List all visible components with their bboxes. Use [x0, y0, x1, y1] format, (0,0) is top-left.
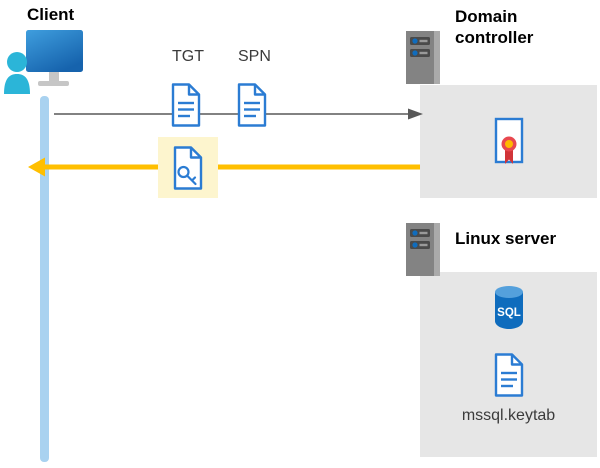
person-icon	[4, 52, 30, 94]
request-arrowhead	[408, 108, 423, 120]
tgt-label: TGT	[172, 48, 204, 65]
ribbon-icon	[504, 147, 513, 164]
response-arrowhead	[28, 157, 45, 177]
linux-server-icon	[406, 223, 440, 276]
spn-label: SPN	[238, 48, 271, 65]
keytab-label: mssql.keytab	[461, 407, 556, 424]
service-ticket-key-icon	[173, 145, 203, 190]
linux-server-box: SQL mssql.keytab	[420, 272, 597, 457]
client-label: Client	[27, 5, 75, 24]
sql-label: SQL	[497, 307, 521, 319]
key-icon	[177, 165, 197, 185]
tgt-document-icon	[171, 83, 201, 127]
request-arrow	[54, 108, 423, 120]
service-ticket-highlight	[158, 137, 218, 198]
sql-database-icon: SQL	[494, 286, 523, 329]
certificate-icon	[494, 117, 523, 164]
keytab-file-icon	[494, 353, 523, 397]
linux-server-label: Linux server	[455, 229, 557, 248]
domain-controller-box	[420, 85, 597, 198]
spn-document-icon	[237, 83, 267, 127]
client-computer-icon	[4, 30, 83, 94]
monitor-icon	[26, 30, 83, 86]
client-lifeline-bar	[40, 96, 49, 462]
domain-controller-label: Domain controller	[455, 7, 534, 48]
domain-controller-server-icon	[406, 31, 440, 84]
response-arrow	[28, 157, 420, 177]
